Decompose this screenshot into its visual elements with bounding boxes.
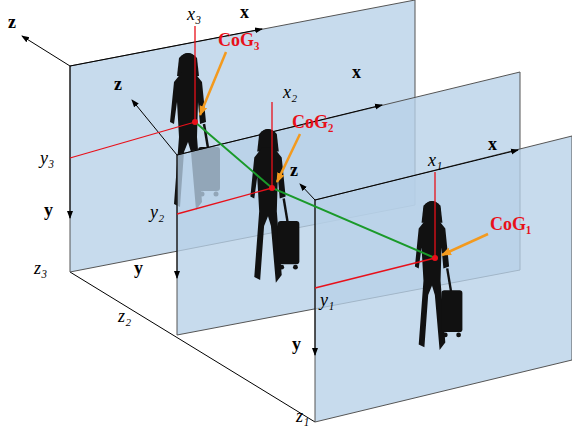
walking-person [415,201,463,350]
depth-label: z₁ [296,406,309,426]
y-axis [70,66,71,218]
axis-label: y [292,334,301,354]
axis-label: z [8,12,16,32]
z-axis [132,100,177,155]
x-axis [315,150,518,200]
pointer-arrow [200,52,226,115]
coordinate-label: y₂ [150,202,164,222]
depth-label: z₃ [34,258,47,278]
z-axis [300,184,315,200]
coordinate-label: x₁ [428,150,442,170]
cog-label: CoG₁ [490,214,531,234]
trajectory [195,122,435,258]
cog-label: CoG₂ [292,112,333,132]
pointer-arrow [442,234,488,255]
x-coordinate-line [434,172,435,258]
y-coordinate-line [70,122,195,158]
image-plane [315,136,572,422]
x-coordinate-line [194,26,195,122]
axis-label: z [114,74,122,94]
axis-label: y [134,258,143,278]
coordinate-label: x₃ [187,4,201,24]
coordinate-label: x₂ [283,82,297,102]
y-axis [315,200,316,355]
y-axis [177,155,178,278]
x-axis [70,29,262,66]
cog-point [432,255,438,261]
pointer-arrow [277,134,300,182]
y-coordinate-line [315,258,435,288]
depth-label: z₂ [118,306,131,326]
axis-label: x [240,2,249,22]
x-axis [177,105,382,155]
axis-label: x [352,62,361,82]
y-coordinate-line [177,188,272,214]
cog-point [269,185,275,191]
cog-point [192,119,198,125]
cog-label: CoG₃ [218,30,259,50]
x-coordinate-line [271,102,272,188]
axis-label: z [290,160,298,180]
axis-label: x [488,134,497,154]
coordinate-label: y₁ [320,290,334,310]
axis-label: y [44,200,53,220]
walking-person [250,129,299,283]
coordinate-label: y₃ [40,148,54,168]
z-axis [22,36,70,66]
